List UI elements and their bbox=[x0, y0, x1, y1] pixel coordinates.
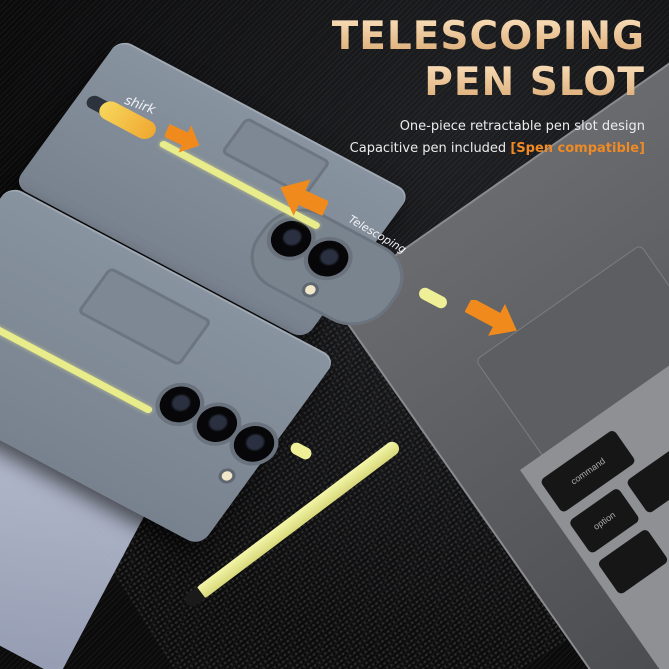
spen-compatible-badge: [Spen compatible] bbox=[510, 141, 645, 156]
arrow-left-icon bbox=[280, 179, 328, 216]
headline-line2: PEN SLOT bbox=[332, 60, 645, 106]
description-line2-prefix: Capacitive pen included bbox=[349, 141, 511, 156]
headline-line1: TELESCOPING bbox=[331, 14, 645, 59]
arrow-down-right-icon bbox=[465, 300, 517, 336]
key-option-label: option bbox=[591, 509, 618, 532]
key-command-label: command bbox=[568, 455, 608, 487]
camera-flash bbox=[219, 469, 235, 483]
description-line1: One-piece retractable pen slot design bbox=[399, 119, 645, 134]
headline-block: TELESCOPING PEN SLOT One-piece retractab… bbox=[332, 14, 645, 160]
description-line2: Capacitive pen included [Spen compatible… bbox=[332, 138, 645, 160]
kickstand bbox=[76, 266, 213, 367]
arrow-right-icon bbox=[165, 124, 200, 153]
